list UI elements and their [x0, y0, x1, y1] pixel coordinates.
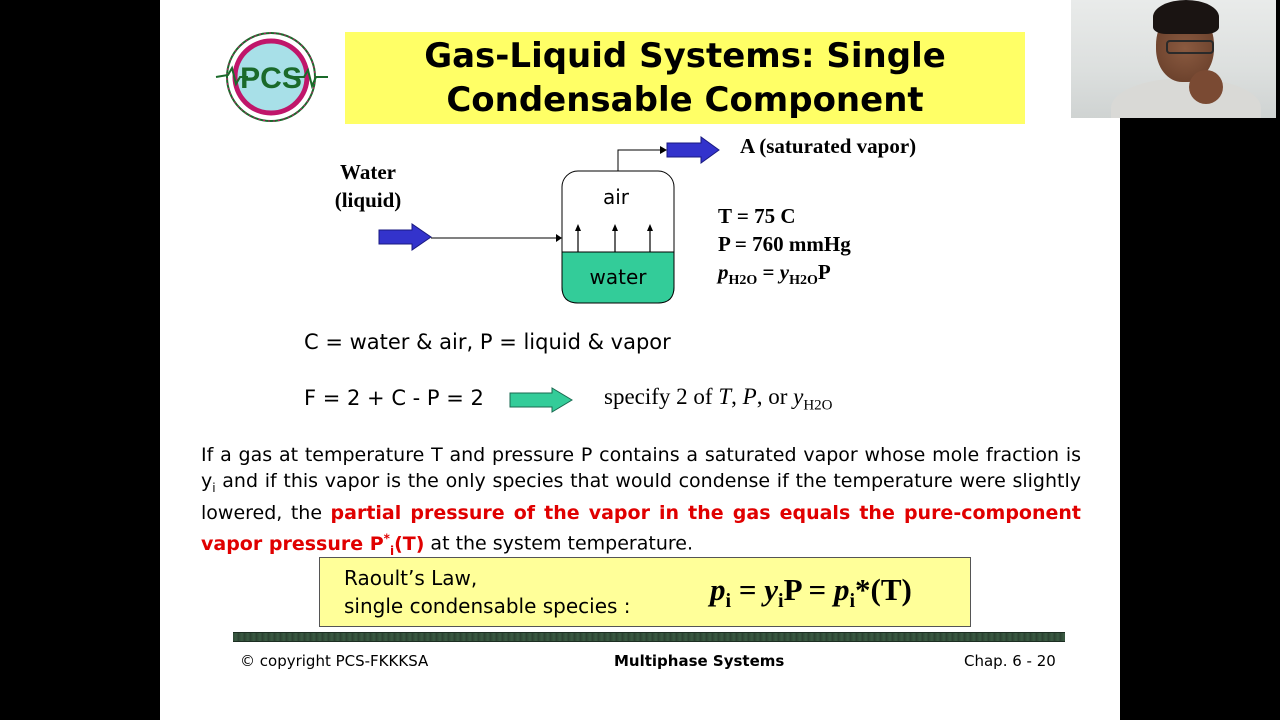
degrees-of-freedom-line: F = 2 + C - P = 2	[304, 386, 484, 410]
slide-title-line2: Condensable Component	[446, 80, 924, 120]
h2o-sub-1: H2O	[728, 273, 758, 289]
footer-copyright: © copyright PCS-FKKKSA	[240, 652, 429, 670]
specify-text: specify 2 of T, P, or yH2O	[604, 384, 833, 414]
inlet-label-line2: (liquid)	[334, 188, 402, 212]
conditions: T = 75 C P = 760 mmHg pH2O = yH2OP	[718, 202, 851, 295]
eq-sign: =	[757, 260, 780, 284]
partial-pressure-eq: pH2O = yH2OP	[718, 258, 851, 295]
logo-text: PCS	[240, 62, 302, 95]
p-symbol: p	[718, 260, 729, 284]
pcs-logo: PCS	[215, 32, 328, 122]
outlet-label: A (saturated vapor)	[740, 134, 917, 158]
raoult-law-subtitle: single condensable species :	[344, 594, 631, 618]
raoult-equation: pi = yiP = pi*(T)	[710, 572, 912, 613]
explanation-paragraph: If a gas at temperature T and pressure P…	[201, 444, 1081, 558]
footer-divider	[233, 632, 1065, 642]
footer-page-number: Chap. 6 - 20	[964, 652, 1056, 670]
presenter-hair	[1153, 0, 1219, 34]
h2o-sub-2: H2O	[789, 273, 818, 289]
components-line: C = water & air, P = liquid & vapor	[304, 330, 671, 354]
inlet-label-line1: Water	[340, 160, 396, 184]
presenter-hand	[1189, 70, 1223, 104]
pressure-text: P = 760 mmHg	[718, 232, 851, 256]
highlighted-statement: partial pressure of the vapor in the gas…	[201, 501, 1081, 558]
y-symbol: y	[779, 260, 790, 284]
temperature-text: T = 75 C	[718, 204, 796, 228]
raoult-law-box: Raoult’s Law, single condensable species…	[319, 557, 971, 627]
raoult-law-title: Raoult’s Law,	[344, 566, 478, 590]
P-symbol: P	[817, 260, 831, 284]
presenter-glasses	[1166, 40, 1214, 54]
webcam-video	[1071, 0, 1276, 118]
raoult-law-text: Raoult’s Law, single condensable species…	[344, 564, 631, 620]
inlet-label: Water (liquid)	[320, 158, 416, 214]
title-box: Gas-Liquid Systems: Single Condensable C…	[345, 32, 1025, 124]
footer-course-title: Multiphase Systems	[614, 652, 785, 670]
presenter-body	[1111, 78, 1261, 118]
slide-title-line1: Gas-Liquid Systems: Single	[424, 36, 946, 76]
